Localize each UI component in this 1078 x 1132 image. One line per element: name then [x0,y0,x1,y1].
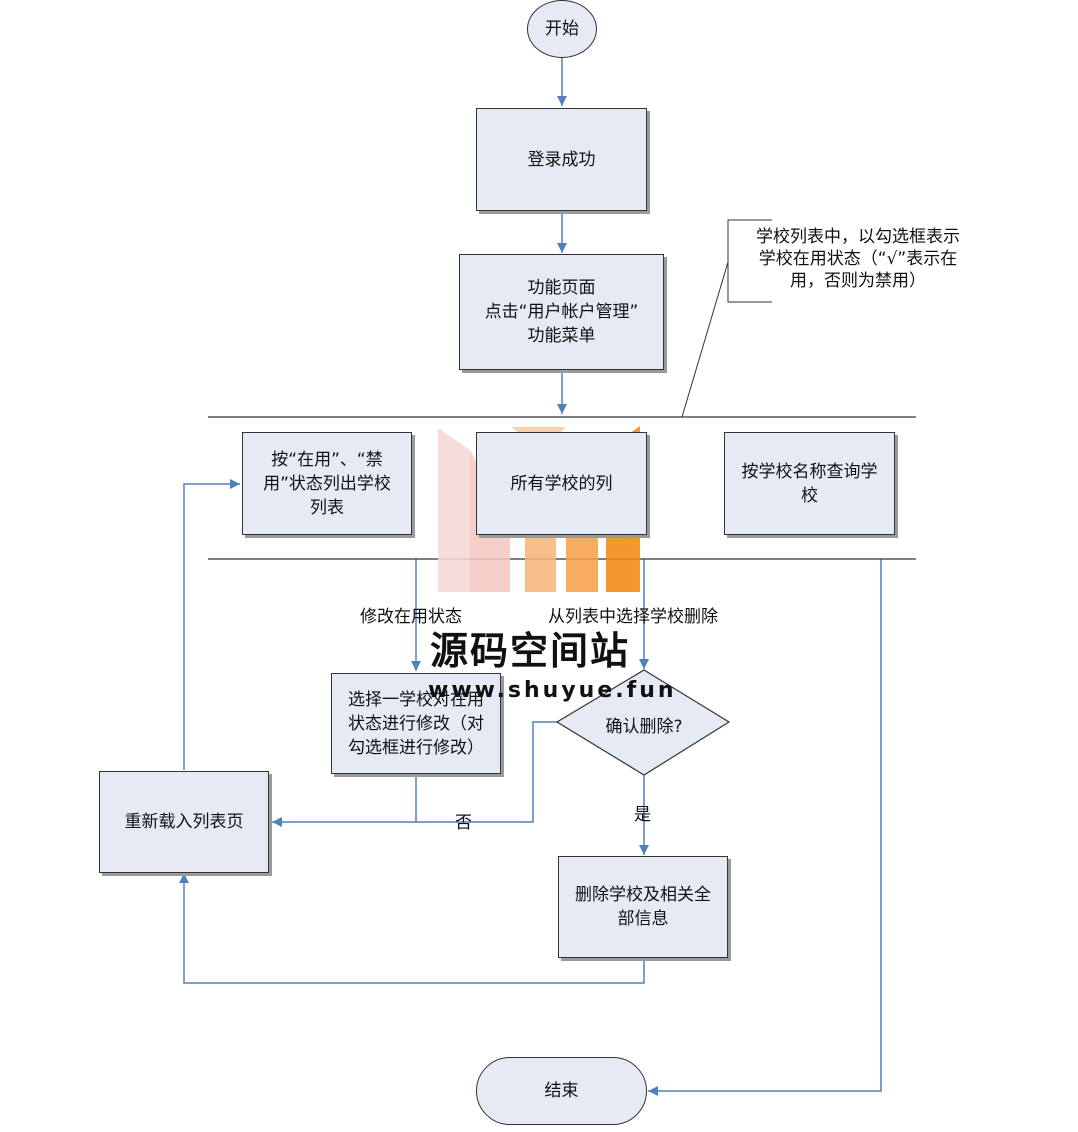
arrow-delete-reload [179,873,645,984]
end-label: 结束 [544,1081,579,1101]
start-node: 开始 [527,0,597,58]
list-all-box: 所有学校的列 [476,432,647,535]
function-menu-box: 功能页面 点击“用户帐户管理” 功能菜单 [459,254,664,370]
query-by-name-box: 按学校名称查询学 校 [724,432,895,535]
arrow-query-end [648,559,882,1096]
modify-status-label: 修改在用状态 [360,607,462,627]
reload-list-box: 重新载入列表页 [99,771,269,873]
end-node: 结束 [476,1057,647,1125]
list-by-status-label: 按“在用”、“禁 用”状态列出学校 列表 [263,449,391,518]
watermark-title: 源码空间站 [430,629,631,673]
select-delete-label: 从列表中选择学校删除 [548,607,718,627]
start-label: 开始 [545,19,579,39]
arrow-modify-reload [272,774,417,827]
modify-status-box: 选择一学校对在用 状态进行修改（对 勾选框进行修改） [331,673,501,774]
login-success-label: 登录成功 [527,149,596,170]
delete-school-box: 删除学校及相关全 部信息 [558,856,728,958]
arrow-confirm-no [416,721,557,823]
login-success-box: 登录成功 [476,108,647,211]
note-leader [681,261,729,418]
delete-school-label: 删除学校及相关全 部信息 [575,885,711,929]
confirm-diamond [555,669,731,776]
function-menu-label: 功能页面 点击“用户帐户管理” 功能菜单 [484,278,639,346]
note-bracket [727,219,772,303]
modify-status-box-label: 选择一学校对在用 状态进行修改（对 勾选框进行修改） [348,689,484,758]
yes-label: 是 [634,805,651,825]
watermark-url: www.shuyue.fun [428,678,677,703]
reload-list-label: 重新载入列表页 [124,812,244,832]
arrow-reload-list [183,479,240,770]
query-by-name-label: 按学校名称查询学 校 [741,461,878,506]
list-all-label: 所有学校的列 [510,473,613,494]
list-by-status-box: 按“在用”、“禁 用”状态列出学校 列表 [242,432,412,535]
no-label: 否 [455,813,472,833]
checkbox-note: 学校列表中，以勾选框表示 学校在用状态（“√”表示在 用，否则为禁用） [756,227,960,291]
confirm-delete-label: 确认删除? [605,717,683,737]
